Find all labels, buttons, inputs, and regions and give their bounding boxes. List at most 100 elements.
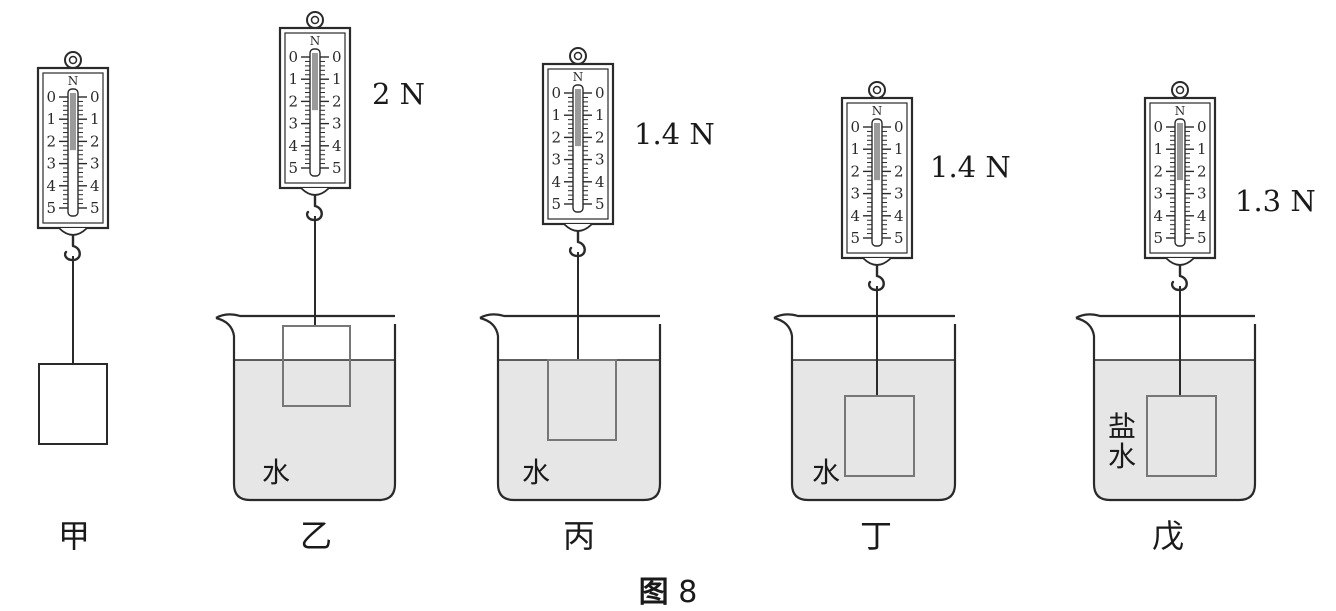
beaker-wall	[1075, 316, 1257, 502]
spring-scale-jia: N0 0 1 1 2 2 3 3 4 4 5 5	[36, 51, 110, 262]
tick-label-right: 1	[332, 70, 342, 88]
unit-label: N	[1175, 104, 1186, 118]
tick-label-left: 5	[1153, 229, 1163, 247]
reading-ding: 1.4 N	[930, 150, 1011, 184]
tick-label-left: 5	[551, 195, 561, 213]
reading-yi: 2 N	[372, 77, 426, 111]
caption-number: 8	[678, 575, 698, 610]
unit-label: N	[573, 70, 584, 84]
tick-label-right: 1	[1197, 140, 1207, 158]
unit-label: N	[872, 104, 883, 118]
tick-label-left: 4	[551, 173, 561, 191]
indicator-column	[575, 89, 581, 147]
tick-label-left: 2	[46, 132, 56, 150]
beaker-lip	[215, 313, 395, 319]
beaker-bing	[479, 313, 662, 502]
beaker-wall	[215, 316, 397, 502]
tick-label-left: 0	[850, 118, 860, 136]
tick-label-right: 4	[332, 137, 342, 155]
tick-label-right: 2	[332, 92, 342, 110]
tick-label-left: 0	[1153, 118, 1163, 136]
tick-label-left: 3	[551, 151, 561, 169]
tick-label-left: 4	[46, 177, 56, 195]
liquid-label-ding: 水	[812, 456, 841, 489]
tick-label-left: 0	[288, 48, 298, 66]
scale-neck	[58, 227, 88, 236]
beaker-lip	[1075, 313, 1255, 319]
tick-label-right: 3	[332, 115, 342, 133]
tick-label-right: 4	[894, 207, 904, 225]
tick-label-left: 4	[850, 207, 860, 225]
beaker-ding	[773, 313, 957, 502]
caption-prefix: 图	[638, 575, 669, 610]
tick-label-left: 5	[288, 159, 298, 177]
panel-label-ding: 丁	[860, 517, 893, 555]
block	[282, 325, 351, 407]
tick-label-right: 5	[90, 199, 100, 217]
block	[547, 359, 617, 441]
beaker-yi	[215, 313, 397, 502]
tick-label-right: 4	[90, 177, 100, 195]
beaker-lip	[479, 313, 660, 319]
beaker-wall	[773, 316, 957, 502]
tick-label-left: 2	[288, 92, 298, 110]
indicator-column	[1177, 123, 1183, 181]
tick-label-left: 2	[1153, 162, 1163, 180]
tick-label-left: 2	[850, 162, 860, 180]
tick-label-left: 1	[46, 110, 56, 128]
tick-label-right: 3	[595, 151, 605, 169]
spring-scale-yi: N0 0 1 1 2 2 3 3 4 4 5 5	[278, 11, 352, 222]
unit-label: N	[68, 74, 79, 88]
indicator-column	[312, 53, 318, 111]
tick-label-right: 4	[595, 173, 605, 191]
panel-label-yi: 乙	[300, 517, 333, 555]
tick-label-right: 3	[1197, 185, 1207, 203]
tick-label-left: 5	[46, 199, 56, 217]
tick-label-left: 3	[1153, 185, 1163, 203]
tick-label-right: 0	[90, 88, 100, 106]
tick-label-right: 1	[595, 106, 605, 124]
tick-label-right: 0	[1197, 118, 1207, 136]
tick-label-right: 0	[894, 118, 904, 136]
tick-label-left: 1	[288, 70, 298, 88]
tick-label-left: 4	[288, 137, 298, 155]
beaker-wu	[1075, 313, 1257, 502]
tick-label-left: 3	[46, 155, 56, 173]
tick-label-right: 2	[894, 162, 904, 180]
tick-label-right: 5	[1197, 229, 1207, 247]
tick-label-left: 1	[551, 106, 561, 124]
tick-label-right: 5	[595, 195, 605, 213]
liquid	[498, 360, 660, 500]
panel-label-jia: 甲	[58, 517, 91, 555]
liquid-label-yi: 水	[262, 456, 291, 489]
beaker-lip	[773, 313, 955, 319]
tick-label-right: 1	[90, 110, 100, 128]
block	[38, 363, 108, 445]
tick-label-right: 1	[894, 140, 904, 158]
liquid-label-bing: 水	[522, 456, 551, 489]
tick-label-right: 2	[1197, 162, 1207, 180]
reading-wu: 1.3 N	[1235, 184, 1316, 218]
figure-caption: 图 8	[0, 567, 1336, 611]
liquid-label-wu: 盐水	[1108, 410, 1137, 473]
tick-label-right: 3	[90, 155, 100, 173]
tick-label-left: 3	[850, 185, 860, 203]
tick-label-right: 5	[332, 159, 342, 177]
tick-label-right: 4	[1197, 207, 1207, 225]
tick-label-left: 1	[1153, 140, 1163, 158]
tick-label-right: 0	[332, 48, 342, 66]
tick-label-right: 2	[90, 132, 100, 150]
block	[844, 395, 915, 477]
unit-label: N	[310, 34, 321, 48]
tick-label-left: 2	[551, 128, 561, 146]
liquid	[234, 360, 395, 500]
tick-label-left: 3	[288, 115, 298, 133]
panel-label-bing: 丙	[563, 517, 596, 555]
indicator-column	[70, 93, 76, 151]
scale-neck	[1165, 257, 1195, 266]
tick-label-right: 3	[894, 185, 904, 203]
tick-label-left: 0	[46, 88, 56, 106]
